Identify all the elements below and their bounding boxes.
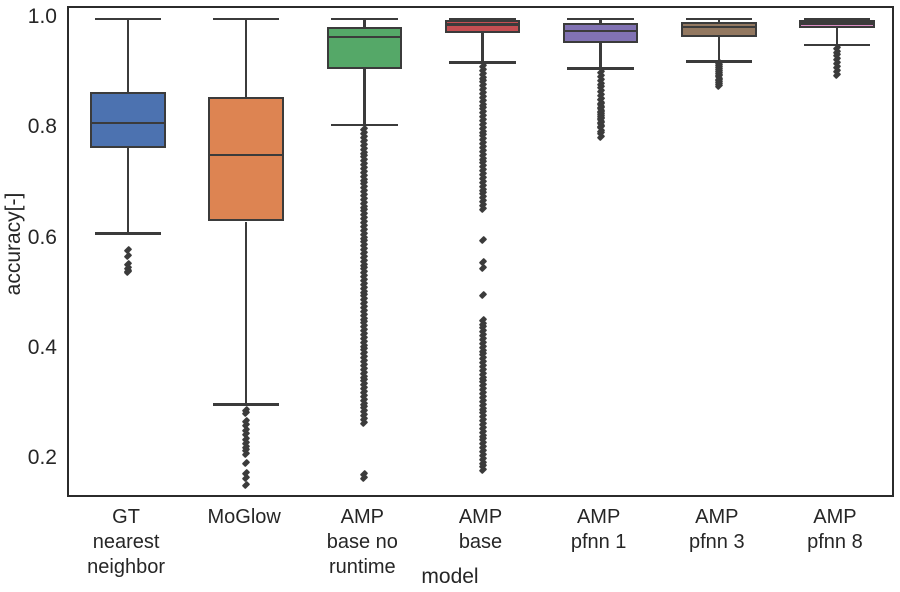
whisker-upper [717,19,720,22]
x-tick-label: AMP pfnn 3 [688,506,745,553]
y-tick-label: 1.0 [27,5,57,29]
whisker-lower [717,36,720,62]
median-line [562,29,639,33]
box-iqr [90,91,166,149]
median-line [208,153,285,156]
cap-upper [449,17,516,21]
box-iqr [326,27,403,69]
cap-upper [685,17,753,21]
outlier-point [241,458,251,467]
median-line [444,23,521,26]
median-line [680,26,757,29]
x-tick-label: AMP pfnn 1 [570,506,627,553]
box-iqr [444,20,521,34]
x-tick-label: AMP pfnn 8 [807,506,863,553]
x-tick-label: GT nearest neighbor [87,506,165,578]
whisker-lower [481,33,484,63]
outlier-point [241,480,251,490]
cap-lower [212,403,280,406]
cap-upper [212,17,280,21]
y-tick-label: 0.2 [27,446,57,470]
median-line [326,36,403,39]
cap-upper [331,17,398,21]
median-line [799,22,875,25]
cap-lower [331,123,398,127]
cap-upper [94,17,162,21]
cap-upper [803,17,871,21]
whisker-lower [245,221,248,405]
whisker-upper [363,19,366,28]
outlier-point [478,290,487,300]
whisker-lower [599,43,602,69]
median-line [90,121,166,124]
outlier-point [478,264,487,273]
y-axis-title: accuracy[-] [2,192,25,296]
whisker-upper [599,19,602,24]
box-iqr [562,23,639,44]
plot-frame [67,6,894,497]
x-axis-title: model [421,565,479,588]
whisker-lower [126,148,130,234]
y-tick-label: 0.8 [27,115,57,139]
whisker-lower [363,68,366,125]
whisker-lower [835,27,839,45]
cap-upper [567,17,634,21]
plot-area [69,8,892,495]
box-iqr [208,96,285,222]
y-tick-label: 0.6 [27,225,57,249]
whisker-upper [126,19,130,92]
x-tick-label: AMP base no runtime [326,506,398,578]
outlier-point [478,235,487,244]
x-tick-label: AMP base [458,506,503,553]
x-tick-label: MoGlow [207,506,281,528]
y-tick-label: 0.4 [27,336,57,360]
cap-lower [94,232,162,235]
box-iqr [680,21,757,37]
whisker-upper [245,19,248,97]
